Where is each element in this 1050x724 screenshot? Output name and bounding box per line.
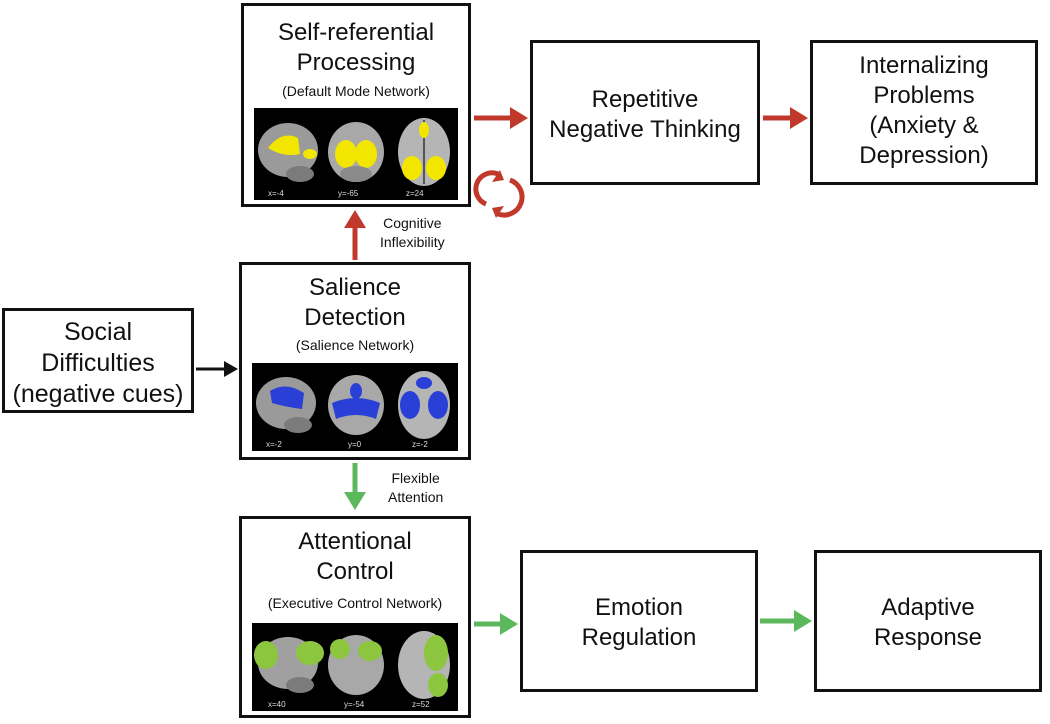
dmn-slice-label-x: x=-4 [268,189,284,198]
salience-slice-label-y: y=0 [348,440,362,449]
arrow-rnt-to-internalizing [763,107,808,129]
arrow-emotion-to-adaptive [760,610,812,632]
ecn-slice-label-z: z=52 [412,700,430,709]
dmn-brain-image: x=-4 y=-65 z=24 [258,118,450,198]
salience-title: Salience Detection [304,274,406,331]
salience-slice-label-x: x=-2 [266,440,282,449]
repetitive-negative-thinking-node: Repetitive Negative Thinking [530,40,760,185]
arrow-dmn-to-rnt [474,107,528,129]
salience-subtitle: (Salience Network) [295,337,415,353]
salience-brain-image: x=-2 y=0 z=-2 [256,371,450,449]
ecn-subtitle: (Executive Control Network) [267,595,443,611]
attentional-control-node: Attentional Control (Executive Control N… [239,516,471,718]
self-referential-title: Self-referential Processing [277,19,435,76]
arrow-attentional-to-emotion [474,613,518,635]
dmn-brain-panels: x=-4 y=-65 z=24 [254,108,458,200]
emotion-regulation-node: Emotion Regulation [520,550,758,692]
ecn-brain-panels: x=40 y=-54 z=52 [252,623,458,711]
rnt-title: Repetitive Negative Thinking [549,86,741,143]
internalizing-problems-node: Internalizing Problems (Anxiety & Depres… [810,40,1038,185]
salience-brain-panels: x=-2 y=0 z=-2 [252,363,458,451]
emotion-title: Emotion Regulation [581,594,697,651]
social-title: Social Difficulties (negative cues) [12,318,184,408]
arrow-salience-to-attentional [344,463,366,510]
recurrence-loop-icon [473,170,525,218]
attentional-title: Attentional Control [298,528,412,585]
arrow-salience-to-dmn [344,210,366,260]
adaptive-response-node: Adaptive Response [814,550,1042,692]
salience-detection-node: Salience Detection (Salience Network) x=… [239,262,471,460]
dmn-slice-label-y: y=-65 [338,189,359,198]
internalizing-title: Internalizing Problems (Anxiety & Depres… [859,52,989,169]
ecn-brain-image: x=40 y=-54 z=52 [254,631,450,709]
cognitive-inflexibility-label: Cognitive Inflexibility [380,215,445,250]
adaptive-title: Adaptive Response [873,594,983,651]
ecn-slice-label-x: x=40 [268,700,286,709]
self-referential-node: Self-referential Processing (Default Mod… [241,3,471,207]
dmn-slice-label-z: z=24 [406,189,424,198]
ecn-slice-label-y: y=-54 [344,700,365,709]
flexible-attention-label: Flexible Attention [388,470,444,505]
arrow-social-to-salience [196,361,238,377]
dmn-subtitle: (Default Mode Network) [282,83,430,99]
salience-slice-label-z: z=-2 [412,440,428,449]
social-difficulties-node: Social Difficulties (negative cues) [2,308,194,413]
